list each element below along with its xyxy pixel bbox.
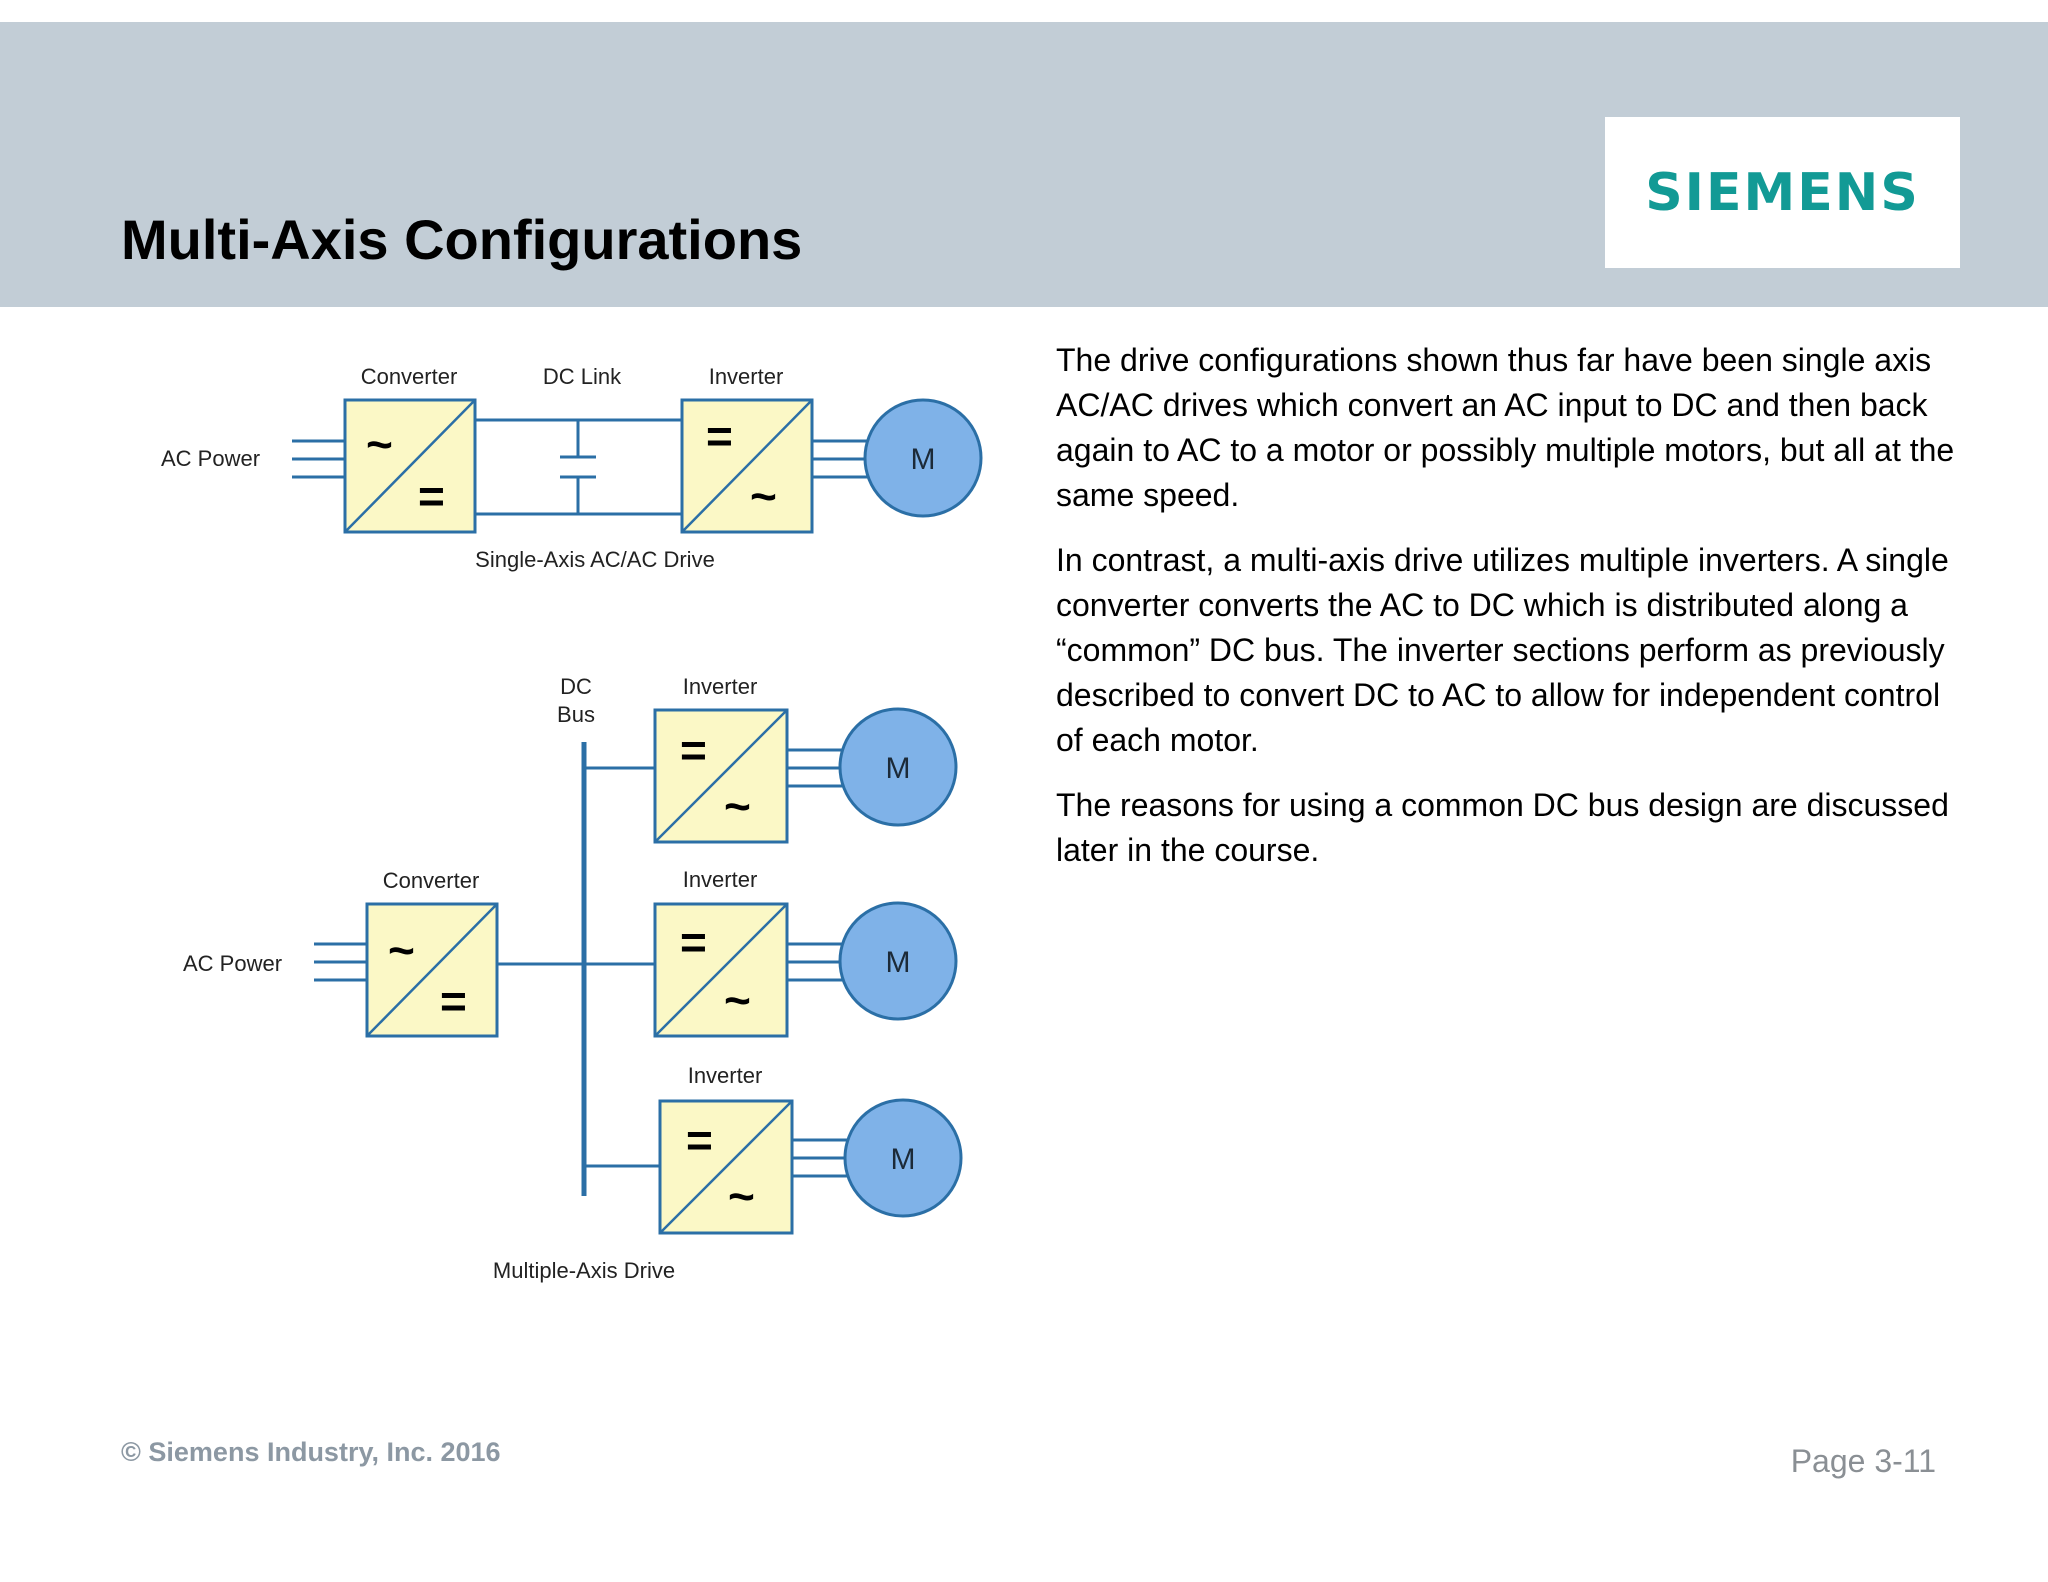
dc-bus-label: DC [560, 674, 592, 699]
multi-motor-3 [843, 1098, 963, 1218]
dc-symbol: = [706, 410, 733, 462]
single-motor [863, 398, 983, 518]
motor-label: M [886, 752, 911, 785]
siemens-logo: SIEMENS [1645, 162, 1920, 223]
dc-symbol: = [686, 1114, 713, 1166]
body-text: The drive configurations shown thus far … [1056, 338, 1956, 893]
multi-inverter-label: Inverter [688, 1063, 763, 1088]
multi-motor-1 [838, 707, 958, 827]
motor-label: M [891, 1143, 916, 1176]
multi-converter-label: Converter [383, 868, 480, 893]
dc-symbol: = [680, 724, 707, 776]
ac-symbol: ~ [388, 924, 415, 976]
copyright: © Siemens Industry, Inc. 2016 [121, 1437, 501, 1467]
multi-motor-2 [838, 901, 958, 1021]
paragraph: The drive configurations shown thus far … [1056, 342, 1955, 513]
dc-symbol: = [440, 975, 467, 1027]
multi-inverter-label: Inverter [683, 867, 758, 892]
paragraph: In contrast, a multi-axis drive utilizes… [1056, 542, 1949, 758]
header-band: Multi-Axis Configurations SIEMENS [0, 22, 2048, 307]
single-inverter-label: Inverter [709, 364, 784, 389]
motor-label: M [886, 946, 911, 979]
single-ac-power-label: AC Power [161, 446, 260, 471]
page-title: Multi-Axis Configurations [121, 208, 803, 271]
dc-bus-label: Bus [557, 702, 595, 727]
ac-symbol: ~ [724, 780, 751, 832]
drive-diagrams: ~ = = ~ ~ = = ~ = ~ = ~ M M M M Converte… [161, 364, 983, 1283]
motor-label: M [911, 443, 936, 476]
logo-box: SIEMENS [1605, 117, 1960, 268]
single-dc-link-label: DC Link [543, 364, 622, 389]
ac-symbol: ~ [750, 470, 777, 522]
single-caption: Single-Axis AC/AC Drive [475, 547, 715, 572]
multi-ac-power-label: AC Power [183, 951, 282, 976]
page-number: Page 3-11 [1790, 1443, 1936, 1479]
multi-caption: Multiple-Axis Drive [493, 1258, 675, 1283]
ac-symbol: ~ [366, 418, 393, 470]
multi-inverter-label: Inverter [683, 674, 758, 699]
single-converter-label: Converter [361, 364, 458, 389]
dc-symbol: = [680, 916, 707, 968]
dc-symbol: = [418, 470, 445, 522]
paragraph: The reasons for using a common DC bus de… [1056, 787, 1949, 868]
ac-symbol: ~ [724, 974, 751, 1026]
ac-symbol: ~ [728, 1170, 755, 1222]
